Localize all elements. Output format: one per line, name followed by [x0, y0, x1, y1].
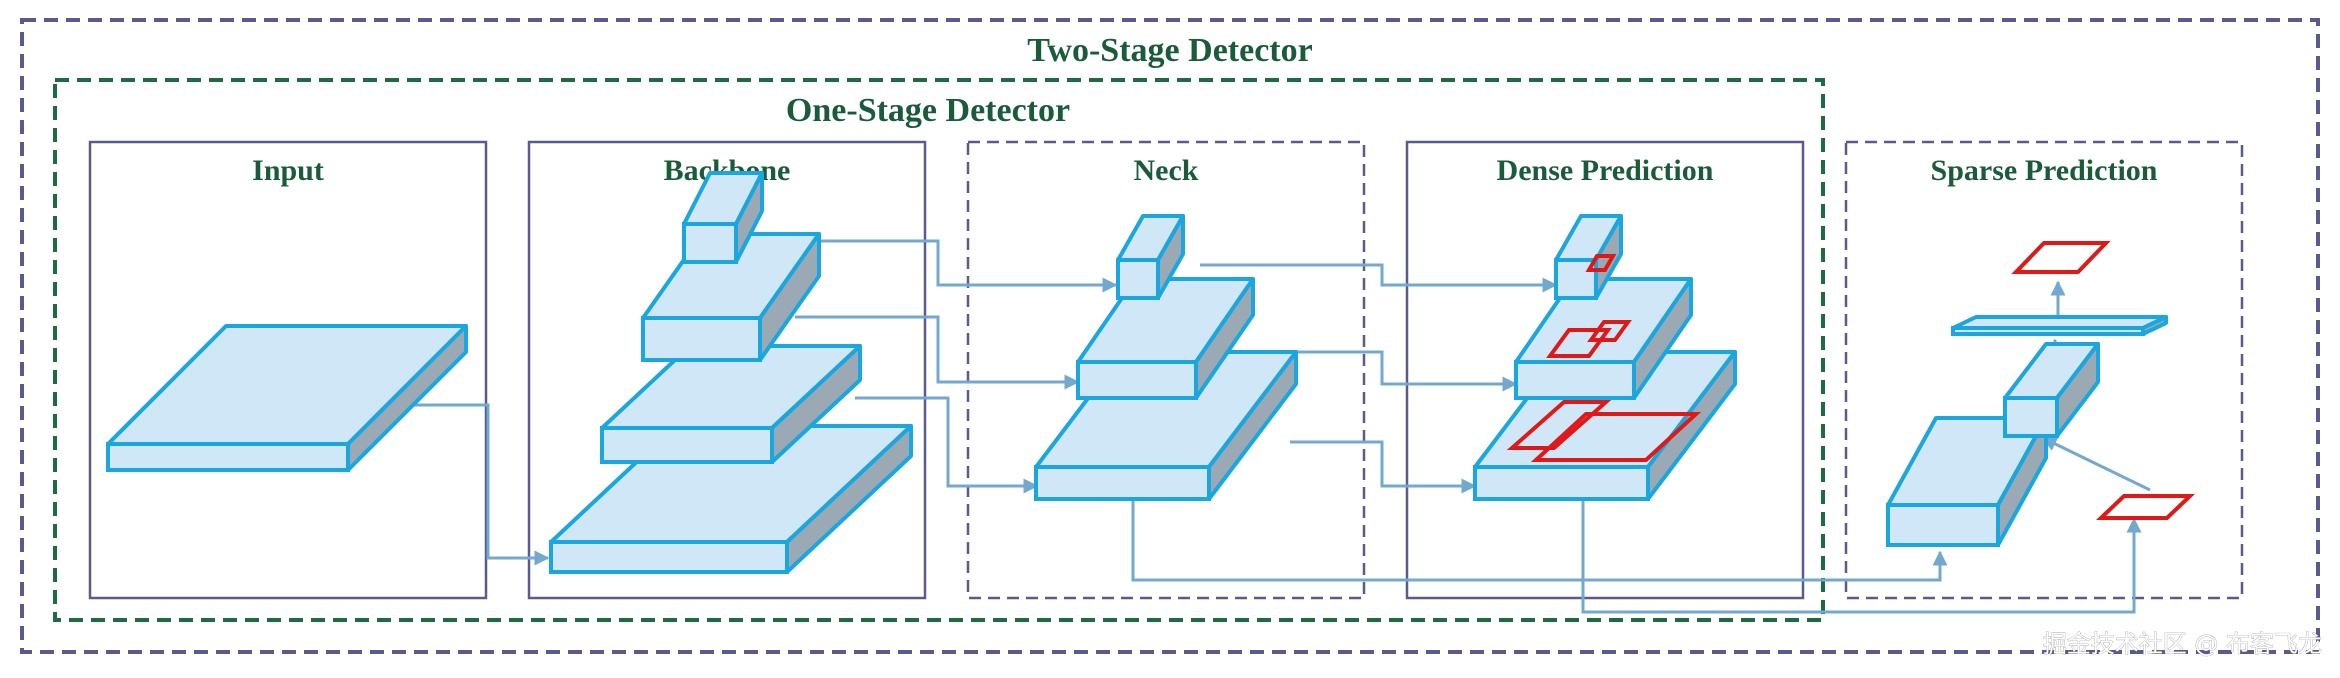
- sparse-mid-block: [2003, 342, 2100, 438]
- one-stage-frame: [53, 78, 1825, 622]
- backbone-layer-1: [549, 424, 913, 574]
- prediction-boxes: [1506, 241, 2195, 520]
- sparse-box: [1844, 140, 2244, 600]
- arrow-neck-sparse-2: [1581, 410, 2142, 614]
- red-box-top-small: [1585, 254, 1617, 272]
- arrow-sp-red-up: [2041, 436, 2151, 492]
- arrow-neck-low-dense: [1290, 440, 1477, 494]
- arrow-bb-l3-neck: [795, 315, 1080, 390]
- feature-blocks: [106, 171, 2168, 574]
- input-title: Input: [252, 154, 324, 187]
- red-box-low-1: [1506, 400, 1612, 450]
- dense-layer-1: [1473, 350, 1737, 501]
- arrow-neck-mid-dense: [1240, 350, 1518, 392]
- arrow-input-backbone: [410, 403, 550, 566]
- neck-layer-3: [1116, 214, 1185, 300]
- arrow-bb-l2-neck: [855, 396, 1039, 494]
- arrow-neck-top-dense: [1200, 263, 1558, 293]
- arrow-bb-l4-neck: [760, 239, 1118, 293]
- red-box-mid-2: [1587, 320, 1632, 342]
- red-box-mid-1: [1546, 328, 1612, 358]
- watermark: 掘金技术社区 @ 布客飞龙: [2043, 630, 2322, 658]
- sparse-title: Sparse Prediction: [1931, 154, 2158, 187]
- backbone-layer-2: [600, 344, 862, 464]
- red-box-sparse-low: [2096, 494, 2195, 520]
- backbone-layer-3: [641, 232, 821, 362]
- neck-title: Neck: [1134, 154, 1199, 187]
- sparse-feature-block: [1886, 416, 2048, 547]
- red-box-low-2: [1530, 412, 1702, 462]
- one-stage-title: One-Stage Detector: [786, 92, 1070, 129]
- backbone-box: [527, 140, 927, 600]
- input-feature-map: [106, 324, 468, 472]
- dense-box: [1405, 140, 1805, 600]
- backbone-layer-4: [682, 171, 764, 264]
- neck-layer-2: [1076, 277, 1255, 400]
- input-box: [88, 140, 488, 600]
- sparse-fc-layer: [1951, 315, 2168, 336]
- dense-title: Dense Prediction: [1497, 154, 1714, 187]
- neck-box: [966, 140, 1366, 600]
- two-stage-title: Two-Stage Detector: [1027, 32, 1312, 69]
- two-stage-frame: [20, 18, 2320, 654]
- red-box-sparse-top: [2011, 241, 2111, 274]
